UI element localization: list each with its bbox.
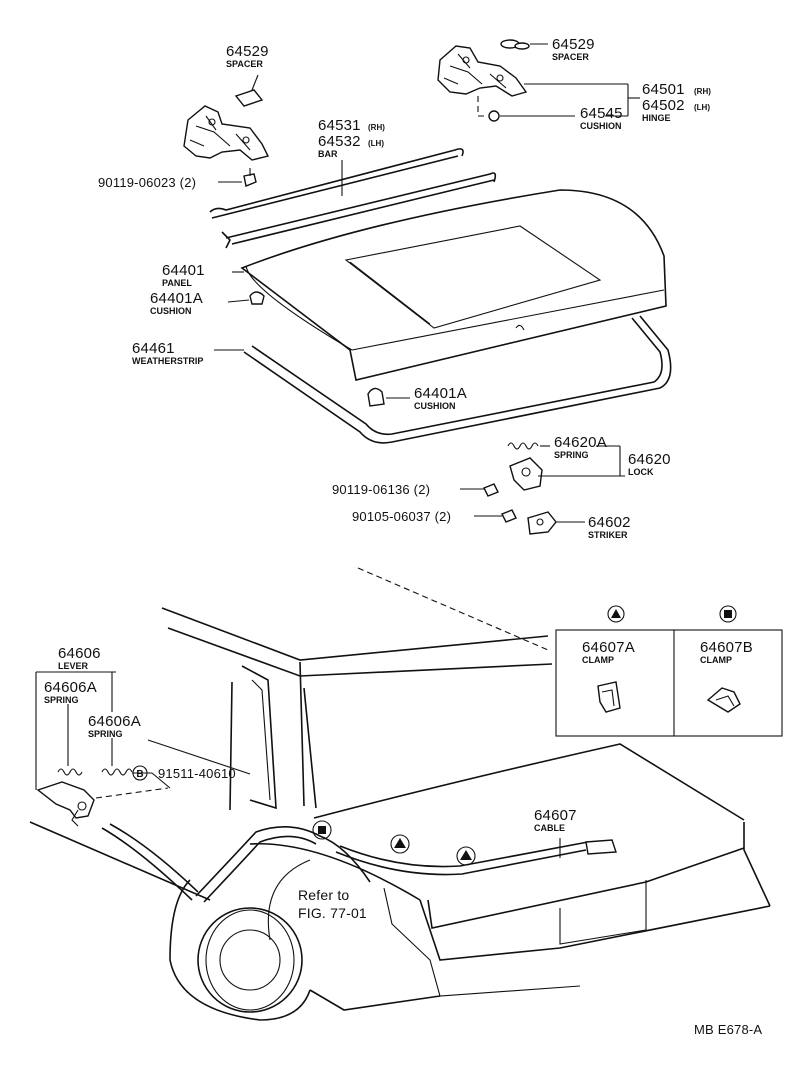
marker-triangle-icon bbox=[456, 846, 476, 866]
bolt2-drawing bbox=[460, 483, 499, 497]
lever-bracket-lines bbox=[35, 671, 116, 790]
weatherstrip-name: WEATHERSTRIP bbox=[132, 356, 203, 366]
bolt3-drawing bbox=[474, 509, 517, 523]
spacer-right-name: SPACER bbox=[552, 52, 589, 62]
spacer-left-name: SPACER bbox=[226, 59, 263, 69]
release-cable-drawing bbox=[101, 823, 617, 903]
striker-name: STRIKER bbox=[588, 530, 628, 540]
weatherstrip-drawing bbox=[214, 315, 672, 444]
clamp-b-drawing bbox=[706, 687, 741, 713]
trunk-lid-panel-drawing bbox=[232, 189, 667, 381]
panel-number: 64401 bbox=[162, 262, 205, 279]
clamp-b-name: CLAMP bbox=[700, 655, 732, 665]
cable-number: 64607 bbox=[534, 807, 577, 824]
torsion-bars-drawing bbox=[209, 148, 497, 249]
lever-drawing bbox=[36, 781, 169, 827]
spring-a-drawing bbox=[57, 768, 83, 776]
bar-name: BAR bbox=[318, 149, 338, 159]
cushion-b-name: CUSHION bbox=[414, 401, 456, 411]
hinge-name: HINGE bbox=[642, 113, 671, 123]
cable-name: CABLE bbox=[534, 823, 565, 833]
marker-triangle-icon bbox=[390, 834, 410, 854]
cushion-a-drawing bbox=[227, 291, 265, 305]
lock-number: 64620 bbox=[628, 451, 671, 468]
spacer-left-number: 64529 bbox=[226, 43, 269, 60]
hinge-suffix-lh: (LH) bbox=[694, 103, 710, 112]
hinge-right-drawing bbox=[437, 45, 528, 97]
lever-number: 64606 bbox=[58, 645, 101, 662]
lock-name: LOCK bbox=[628, 467, 654, 477]
cushion-a-number: 64401A bbox=[150, 290, 203, 307]
cushion-hinge-number: 64545 bbox=[580, 105, 623, 122]
spring-lock-number: 64620A bbox=[554, 434, 607, 451]
clamp-b-number: 64607B bbox=[700, 639, 753, 656]
bolt1-number: 90119-06023 (2) bbox=[98, 175, 196, 190]
hinge-number-lh: 64502 bbox=[642, 97, 685, 114]
bar-suffix-lh: (LH) bbox=[368, 139, 384, 148]
hinge-bracket-lines bbox=[524, 83, 640, 117]
lock-drawing bbox=[509, 457, 625, 491]
inset-triangle-icon bbox=[607, 605, 625, 623]
screw-number: 91511-40610 bbox=[158, 766, 236, 781]
spring-a-number: 64606A bbox=[44, 679, 97, 696]
screw-drawing bbox=[132, 739, 251, 789]
spacer-right-drawing bbox=[500, 39, 548, 50]
striker-drawing bbox=[527, 511, 585, 535]
cushion-hinge-name: CUSHION bbox=[580, 121, 622, 131]
hinge-number-rh: 64501 bbox=[642, 81, 685, 98]
lock-bracket-lines bbox=[596, 445, 621, 476]
cushion-b-drawing bbox=[367, 387, 410, 407]
spacer-left-drawing bbox=[234, 74, 264, 107]
clamp-inset-box bbox=[555, 629, 783, 737]
cushion-a-name: CUSHION bbox=[150, 306, 192, 316]
inset-square-icon bbox=[719, 605, 737, 623]
screw-symbol-text: B bbox=[136, 769, 143, 780]
hinge-suffix-rh: (RH) bbox=[694, 87, 711, 96]
lever-name: LEVER bbox=[58, 661, 89, 671]
clamp-a-name: CLAMP bbox=[582, 655, 614, 665]
bolt3-number: 90105-06037 (2) bbox=[352, 509, 451, 524]
bar-number-rh: 64531 bbox=[318, 117, 361, 134]
cushion-b-number: 64401A bbox=[414, 385, 467, 402]
bar-number-lh: 64532 bbox=[318, 133, 361, 150]
spring-b-drawing bbox=[101, 768, 133, 776]
screw-symbol: B bbox=[132, 765, 148, 781]
footer-code: MB E678-A bbox=[694, 1022, 762, 1037]
spring-a-name: SPRING bbox=[44, 695, 79, 705]
spring-b-number: 64606A bbox=[88, 713, 141, 730]
weatherstrip-number: 64461 bbox=[132, 340, 175, 357]
clamp-a-drawing bbox=[597, 681, 621, 713]
cushion-hinge-drawing bbox=[477, 96, 575, 122]
spring-b-name: SPRING bbox=[88, 729, 123, 739]
spacer-right-number: 64529 bbox=[552, 36, 595, 53]
car-body-drawing bbox=[29, 567, 771, 1021]
refer-line-1: Refer to bbox=[298, 887, 349, 903]
spring-lock-name: SPRING bbox=[554, 450, 589, 460]
marker-square-icon bbox=[312, 820, 332, 840]
bar-suffix-rh: (RH) bbox=[368, 123, 385, 132]
bolt1-drawing bbox=[218, 168, 257, 187]
striker-number: 64602 bbox=[588, 514, 631, 531]
refer-line-2: FIG. 77-01 bbox=[298, 905, 367, 921]
panel-name: PANEL bbox=[162, 278, 192, 288]
hinge-left-drawing bbox=[183, 105, 270, 161]
bolt2-number: 90119-06136 (2) bbox=[332, 482, 430, 497]
clamp-a-number: 64607A bbox=[582, 639, 635, 656]
spring-lock-drawing bbox=[507, 442, 550, 450]
